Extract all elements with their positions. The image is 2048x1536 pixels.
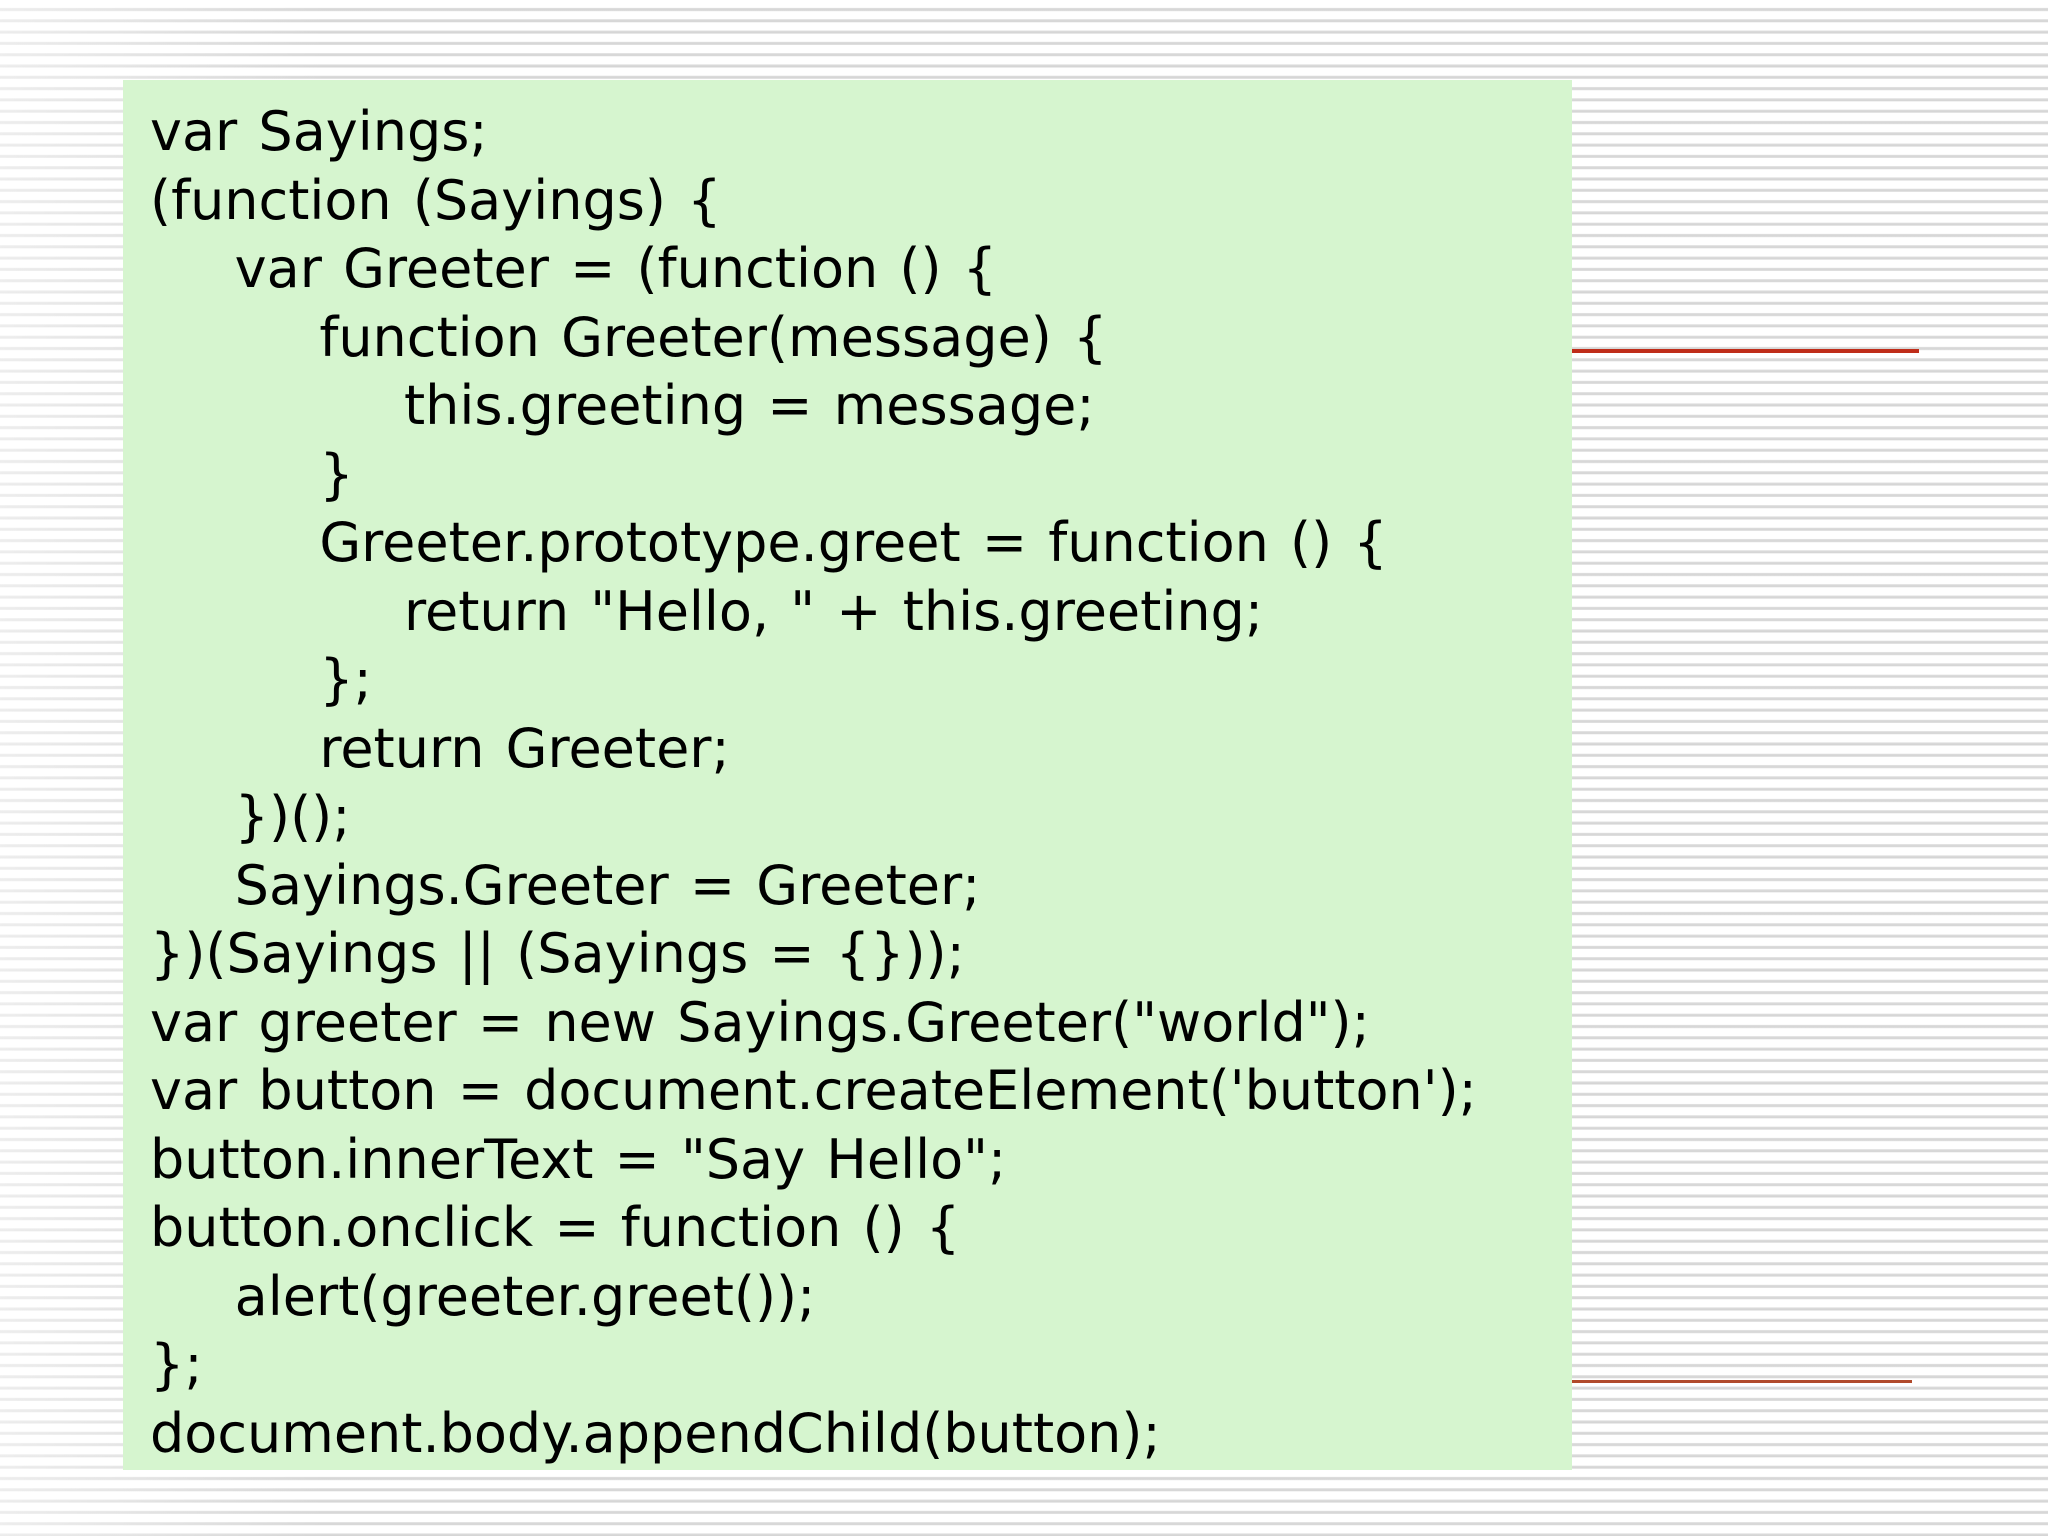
code-line: button.onclick = function () { — [150, 1196, 961, 1259]
code-line: Greeter.prototype.greet = function () { — [150, 511, 1388, 574]
code-line: var Sayings; — [150, 100, 488, 163]
red-underline-top — [1572, 349, 1919, 353]
code-line: alert(greeter.greet()); — [150, 1264, 816, 1328]
code-line: var greeter = new Sayings.Greeter("world… — [150, 990, 1370, 1054]
code-line: }; — [150, 648, 372, 711]
code-line: return Greeter; — [150, 716, 730, 780]
code-line: } — [150, 442, 354, 506]
code-line: }; — [150, 1333, 203, 1396]
code-line: (function (Sayings) { — [150, 168, 722, 232]
code-line: var Greeter = (function () { — [150, 237, 998, 300]
code-line: })(Sayings || (Sayings = {})); — [150, 922, 965, 985]
code-line: function Greeter(message) { — [150, 305, 1108, 369]
code-line: button.innerText = "Say Hello"; — [150, 1127, 1007, 1191]
code-line: Sayings.Greeter = Greeter; — [150, 853, 981, 917]
code-line: document.body.appendChild(button); — [150, 1401, 1161, 1465]
code-line: var button = document.createElement('but… — [150, 1059, 1477, 1122]
code-line: this.greeting = message; — [150, 374, 1095, 437]
code-line: })(); — [150, 785, 351, 848]
code-panel: var Sayings;(function (Sayings) { var Gr… — [123, 80, 1572, 1470]
red-underline-bottom — [1572, 1380, 1912, 1383]
code-line: return "Hello, " + this.greeting; — [150, 579, 1264, 643]
code-block: var Sayings;(function (Sayings) { var Gr… — [150, 98, 1552, 1468]
